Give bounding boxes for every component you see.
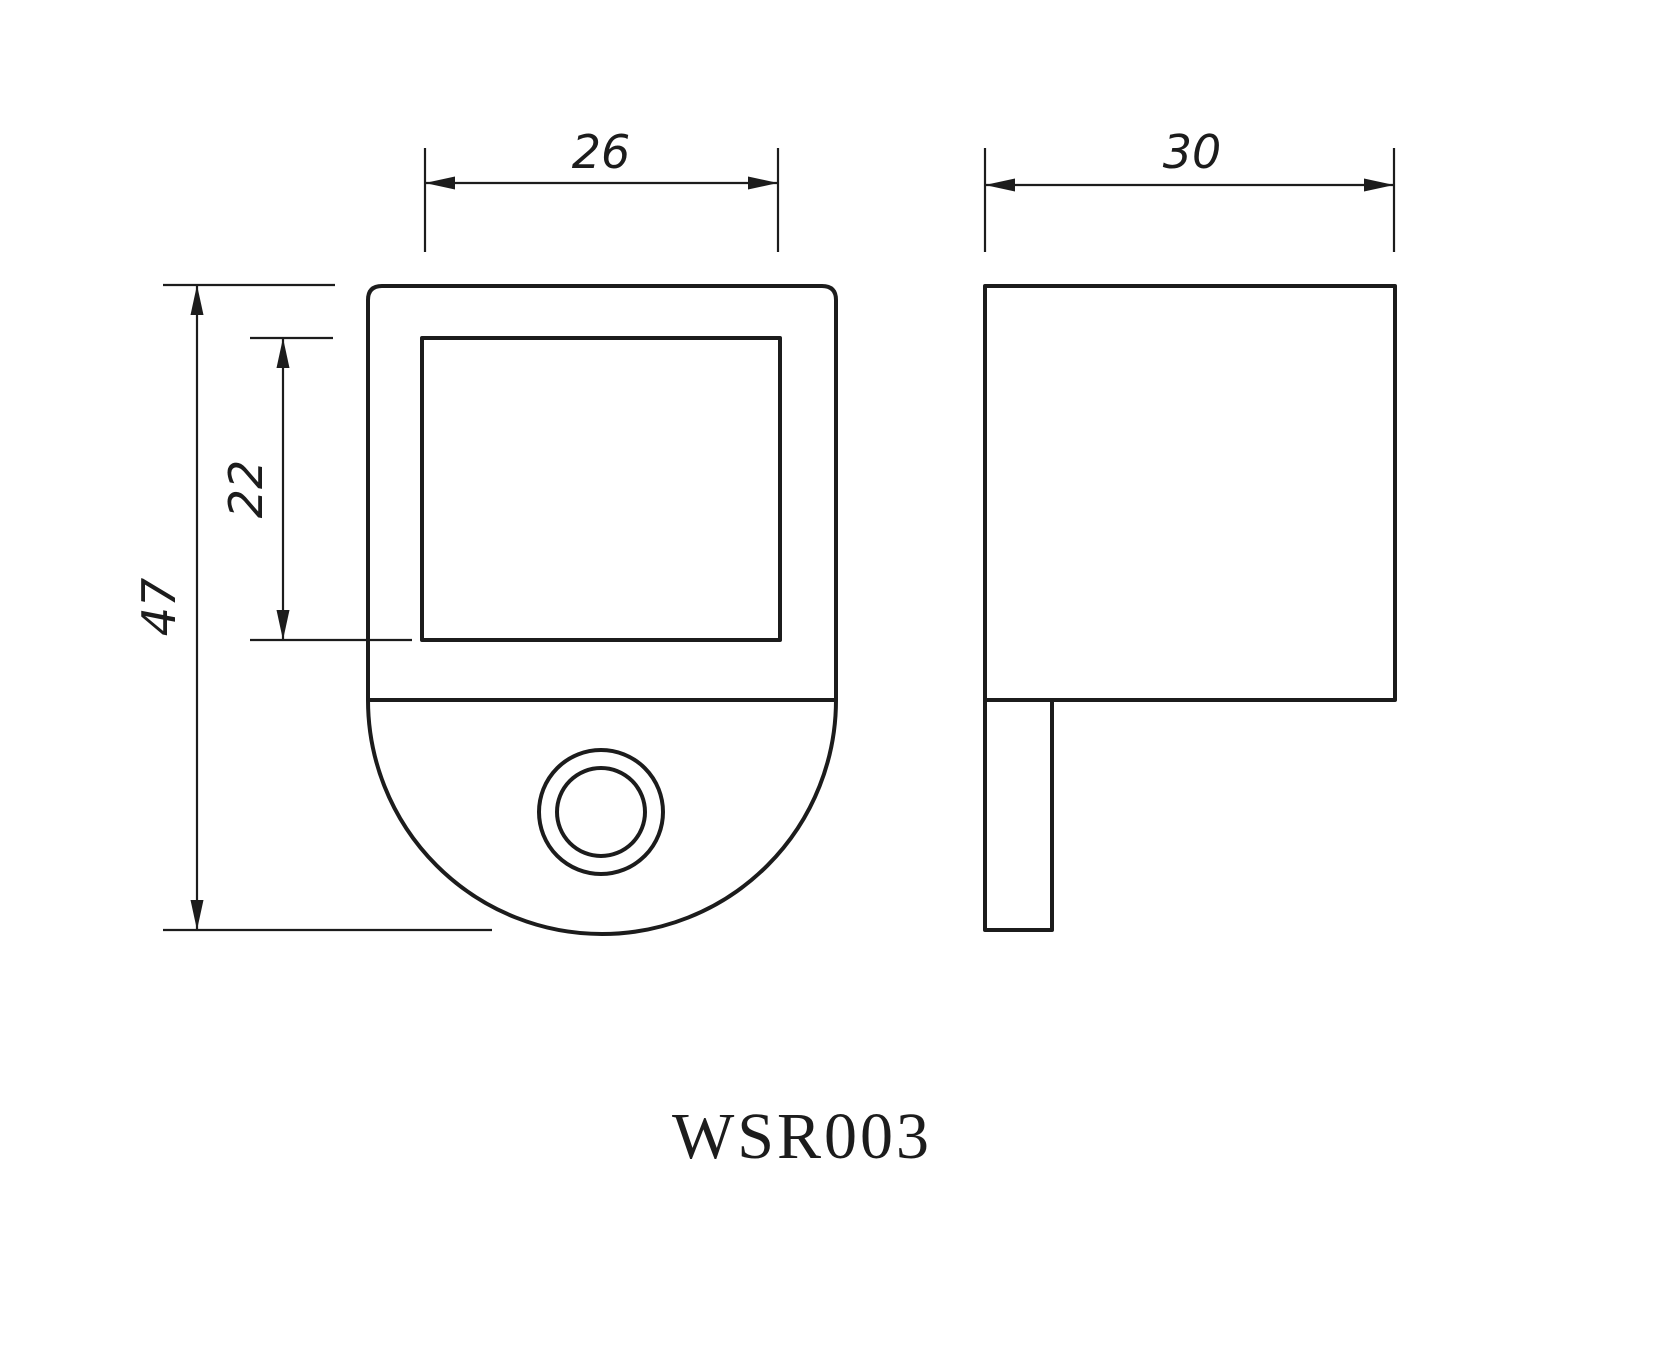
dim-26-label: 26 — [572, 125, 631, 179]
dim-22-label: 22 — [219, 460, 273, 519]
button-inner-circle — [555, 766, 647, 858]
dimension-window-height: 22 — [219, 336, 412, 642]
dimension-front-width: 26 — [423, 125, 780, 252]
dim-47-arrow-bottom — [190, 900, 204, 930]
side-view-body-rectangle — [983, 284, 1397, 702]
dim-47-label: 47 — [132, 578, 186, 637]
dimension-overall-height: 47 — [132, 283, 492, 932]
dim-47-arrow-top — [190, 285, 204, 315]
inner-window-rectangle — [420, 336, 782, 642]
front-view — [366, 284, 838, 936]
dim-30-arrow-left — [985, 178, 1015, 192]
front-view-outline — [366, 284, 838, 936]
dim-26-arrow-right — [748, 176, 778, 190]
dim-26-arrow-left — [425, 176, 455, 190]
side-view-tab-outline — [983, 700, 1054, 932]
dim-22-arrow-top — [276, 338, 290, 368]
dim-30-arrow-right — [1364, 178, 1394, 192]
dimension-side-depth: 30 — [983, 125, 1396, 252]
part-number: WSR003 — [672, 1100, 932, 1173]
dim-30-label: 30 — [1163, 125, 1222, 179]
side-view — [983, 284, 1397, 932]
dim-22-arrow-bottom — [276, 610, 290, 640]
button-outer-circle — [537, 748, 665, 876]
